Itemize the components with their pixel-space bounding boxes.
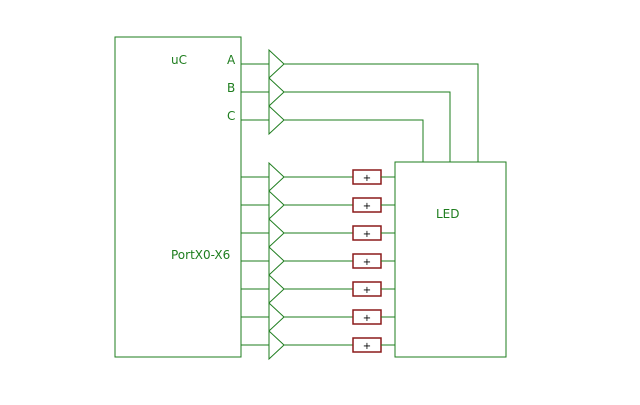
driver-triangle <box>268 217 285 249</box>
pin-a-label: A <box>227 53 236 67</box>
resistor-symbol: + <box>363 201 371 212</box>
port-lines: + + + + + + + <box>241 161 395 361</box>
driver-triangle <box>268 161 285 193</box>
port-channel-5: + <box>241 301 395 333</box>
led-block <box>394 161 507 358</box>
port-channel-3: + <box>241 245 395 277</box>
port-channel-4: + <box>241 273 395 305</box>
port-channel-6: + <box>241 329 395 361</box>
resistor-symbol: + <box>363 285 371 296</box>
driver-triangle <box>268 273 285 305</box>
driver-triangle <box>268 301 285 333</box>
driver-a <box>241 48 479 162</box>
port-label: PortX0-X6 <box>171 248 230 262</box>
led-label: LED <box>436 207 460 221</box>
driver-triangle <box>268 189 285 221</box>
driver-triangle <box>268 329 285 361</box>
resistor-symbol: + <box>363 313 371 324</box>
port-channel-1: + <box>241 189 395 221</box>
microcontroller-block <box>114 36 242 358</box>
resistor-symbol: + <box>363 341 371 352</box>
driver-c <box>241 104 424 162</box>
resistor-symbol: + <box>363 173 371 184</box>
resistor-symbol: + <box>363 257 371 268</box>
resistor-symbol: + <box>363 229 371 240</box>
driver-b <box>241 76 451 162</box>
microcontroller-label: uC <box>171 53 187 67</box>
pin-c-label: C <box>227 109 235 123</box>
port-channel-0: + <box>241 161 395 193</box>
driver-triangle <box>268 245 285 277</box>
pin-b-label: B <box>227 81 235 95</box>
port-channel-2: + <box>241 217 395 249</box>
